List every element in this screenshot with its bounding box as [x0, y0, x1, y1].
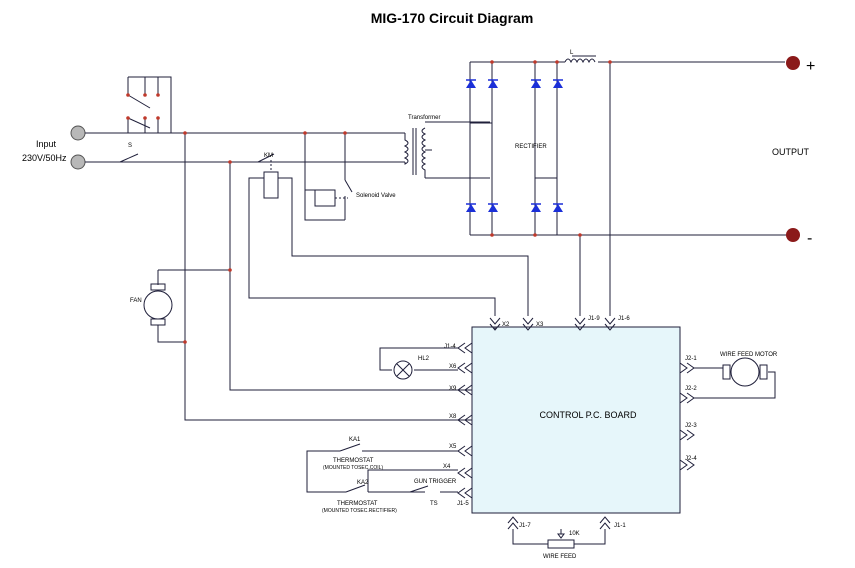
- bottom-connectors: J1-7 J1-1: [507, 516, 626, 530]
- conn-x4: X4: [443, 464, 451, 470]
- diode-6: [488, 204, 498, 212]
- thermostat2-label: THERMOSTAT: [337, 501, 378, 507]
- conn-j1-6: J1-6: [618, 316, 630, 322]
- fan: FAN: [130, 269, 230, 343]
- board-label: CONTROL P.C. BOARD: [539, 410, 637, 420]
- conn-j2-3: J2-3: [685, 423, 697, 429]
- junction-dots: [183, 60, 612, 344]
- conn-x5: X5: [449, 444, 457, 450]
- output-minus-label: -: [807, 230, 812, 247]
- conn-j2-2: J2-2: [685, 386, 697, 392]
- main-switch: S: [119, 76, 172, 163]
- conn-j2-4: J2-4: [685, 456, 697, 462]
- input-terminal-top: [70, 125, 86, 141]
- right-connectors: J2-1 J2-2 J2-3 J2-4: [679, 356, 697, 471]
- gun-trigger: GUN TRIGGER TS: [409, 479, 458, 507]
- conn-x9: X9: [449, 386, 457, 392]
- thermostat1-label: THERMOSTAT: [333, 458, 374, 464]
- rectifier-feedback-lines: [579, 62, 611, 316]
- conn-j1-1: J1-1: [614, 523, 626, 529]
- diode-1: [466, 80, 476, 88]
- thermostat1-note: (MOUNTED TOSEC.COIL): [323, 465, 383, 471]
- transformer-label: Transformer: [408, 115, 440, 121]
- rectifier-label: RECTIFIER: [515, 144, 547, 150]
- lamp-label: HL2: [418, 356, 430, 362]
- wire-feed-motor: WIRE FEED MOTOR: [694, 352, 778, 399]
- thermostat-ka1: KA1 THERMOSTAT (MOUNTED TOSEC.COIL): [306, 437, 458, 493]
- conn-j2-1: J2-1: [685, 356, 697, 362]
- diode-3: [531, 80, 541, 88]
- conn-j1-4: J1-4: [444, 344, 456, 350]
- fan-label: FAN: [130, 298, 142, 304]
- km-label: KM: [264, 153, 273, 159]
- conn-j1-5: J1-5: [457, 501, 469, 507]
- conn-j1-7: J1-7: [519, 523, 531, 529]
- diode-2: [488, 80, 498, 88]
- thermostat-ka2: KA2 THERMOSTAT (MOUNTED TOSEC.RECTIFIER): [322, 469, 458, 514]
- motor-label: WIRE FEED MOTOR: [720, 352, 778, 358]
- conn-x3: X3: [536, 322, 544, 328]
- output-minus-terminal: [786, 228, 800, 242]
- diode-4: [553, 80, 563, 88]
- diagram-title: MIG-170 Circuit Diagram: [371, 10, 534, 26]
- gun-trigger-label: GUN TRIGGER: [414, 479, 457, 485]
- input-terminal-bottom: [70, 154, 86, 170]
- wire-feed-label: WIRE FEED: [543, 554, 577, 560]
- input-voltage-label: 230V/50Hz: [22, 153, 67, 163]
- top-connectors: X2 X3 J1-9 J1-6: [489, 316, 630, 331]
- solenoid-valve: Solenoid Valve: [304, 133, 396, 221]
- ts-label: TS: [430, 501, 438, 507]
- output-plus-terminal: [786, 56, 800, 70]
- wire-feed-potentiometer: 10K WIRE FEED: [512, 529, 606, 560]
- conn-x8: X8: [449, 414, 457, 420]
- rectifier-bridge: RECTIFIER: [466, 61, 800, 236]
- board-feed-lines: [184, 133, 472, 421]
- conn-j1-9: J1-9: [588, 316, 600, 322]
- diode-8: [553, 204, 563, 212]
- solenoid-label: Solenoid Valve: [356, 193, 396, 199]
- ka2-label: KA2: [357, 480, 369, 486]
- input-label: Input: [36, 139, 57, 149]
- ka1-label: KA1: [349, 437, 361, 443]
- thermostat2-note: (MOUNTED TOSEC.RECTIFIER): [322, 508, 397, 514]
- output-label: OUTPUT: [772, 147, 810, 157]
- control-pc-board: [471, 326, 681, 514]
- inductor-label: L: [570, 50, 574, 56]
- transformer: Transformer: [403, 115, 490, 179]
- pot-value-label: 10K: [569, 531, 580, 537]
- contactor-km: KM: [248, 153, 529, 316]
- diode-7: [531, 204, 541, 212]
- output-plus-label: +: [806, 58, 815, 75]
- diode-5: [466, 204, 476, 212]
- switch-label: S: [128, 143, 132, 149]
- inductor: L: [564, 50, 785, 64]
- conn-x2: X2: [502, 322, 510, 328]
- lamp-hl2: HL2: [379, 347, 458, 380]
- conn-x6: X6: [449, 364, 457, 370]
